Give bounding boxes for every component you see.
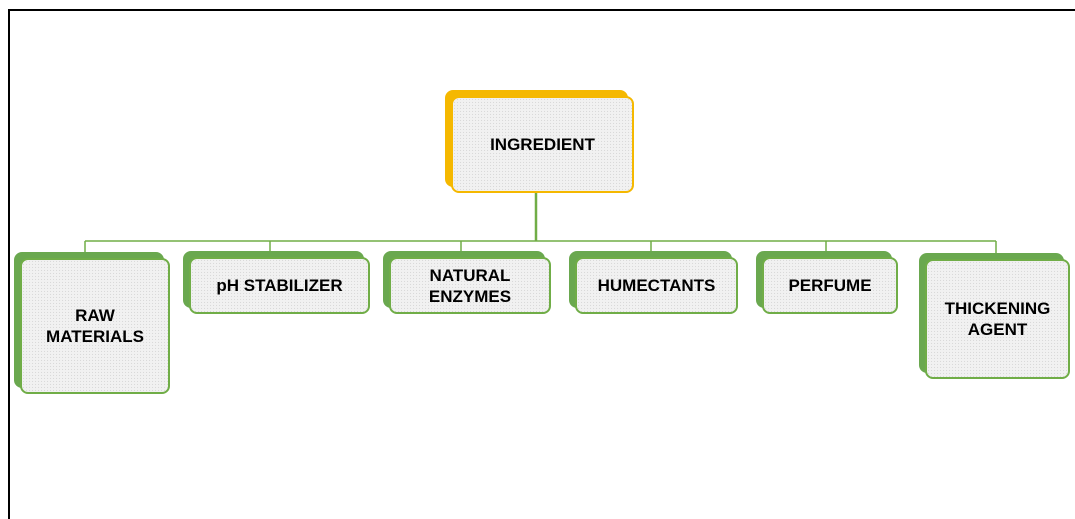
- root-node-face: INGREDIENT: [451, 96, 634, 193]
- diagram-frame: [8, 9, 1075, 519]
- child-node-humectants: HUMECTANTS: [569, 251, 738, 314]
- child-node-face: PERFUME: [762, 257, 898, 314]
- child-node-label: PERFUME: [788, 276, 872, 295]
- child-node-label: THICKENING AGENT: [944, 299, 1051, 339]
- child-node-face: NATURAL ENZYMES: [389, 257, 551, 314]
- child-node-label: HUMECTANTS: [597, 276, 716, 295]
- child-node-face: RAW MATERIALS: [20, 258, 170, 394]
- child-node-perfume: PERFUME: [756, 251, 898, 314]
- child-node-face: pH STABILIZER: [189, 257, 370, 314]
- child-node-ph-stabilizer: pH STABILIZER: [183, 251, 370, 314]
- root-node-label: INGREDIENT: [490, 135, 595, 154]
- child-node-face: THICKENING AGENT: [925, 259, 1070, 379]
- child-node-natural-enzymes: NATURAL ENZYMES: [383, 251, 551, 314]
- child-node-label: pH STABILIZER: [216, 276, 343, 295]
- child-node-label: NATURAL ENZYMES: [428, 265, 512, 306]
- child-node-label: RAW MATERIALS: [46, 306, 144, 346]
- child-node-face: HUMECTANTS: [575, 257, 738, 314]
- root-node-ingredient: INGREDIENT: [445, 90, 634, 193]
- child-node-thickening-agent: THICKENING AGENT: [919, 253, 1070, 379]
- child-node-raw-materials: RAW MATERIALS: [14, 252, 170, 394]
